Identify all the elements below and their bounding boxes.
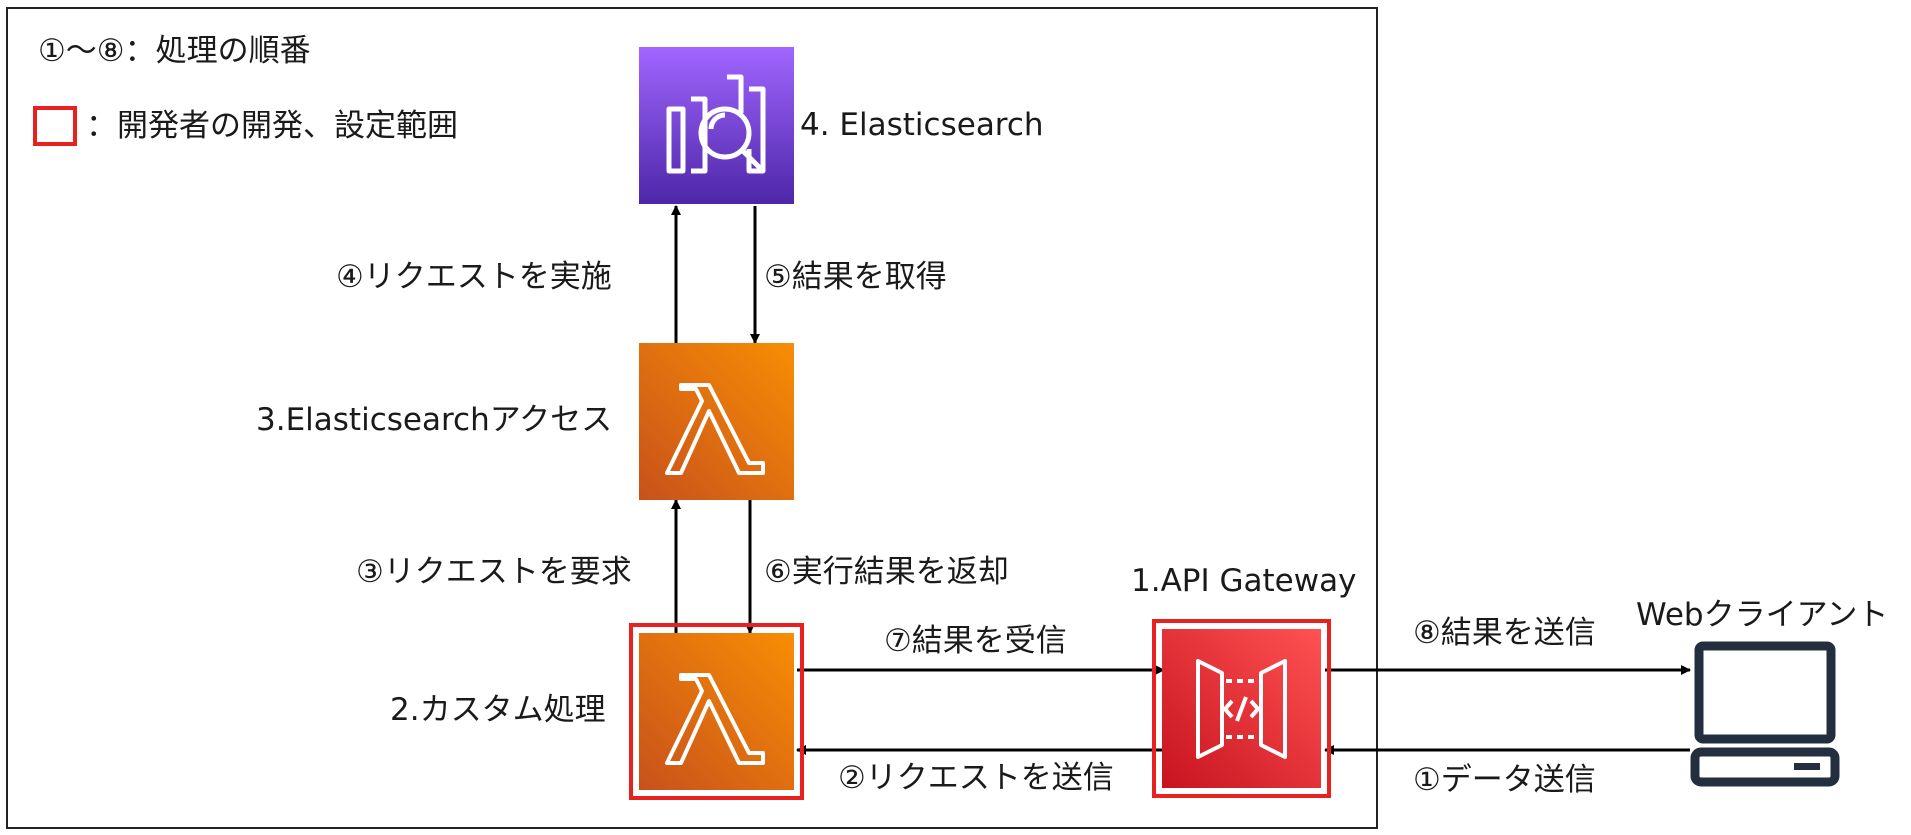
edge-label-step7: ⑦結果を受信	[884, 623, 1067, 659]
diagram-boundary	[6, 7, 1378, 829]
lambda-custom-label: 2.カスタム処理	[390, 692, 606, 728]
lambda-es-access-icon[interactable]	[639, 343, 794, 500]
web-client-label: Webクライアント	[1636, 597, 1889, 633]
legend-order-text: ①～⑧：処理の順番	[38, 33, 311, 69]
web-client-icon[interactable]	[1690, 640, 1840, 788]
api-gateway-icon[interactable]	[1162, 629, 1321, 788]
legend-scope-swatch	[33, 106, 77, 146]
elasticsearch-icon[interactable]	[639, 47, 794, 204]
edge-label-step6: ⑥実行結果を返却	[764, 554, 1009, 590]
api-gateway-label: 1.API Gateway	[1131, 563, 1357, 599]
developer-scope-lambda-custom	[629, 623, 804, 800]
elasticsearch-label: 4. Elasticsearch	[800, 107, 1044, 143]
edge-label-step2: ②リクエストを送信	[838, 760, 1114, 796]
edge-label-step8: ⑧結果を送信	[1413, 615, 1596, 651]
edge-label-step4: ④リクエストを実施	[336, 259, 612, 295]
legend-scope-text: ：開発者の開発、設定範囲	[86, 108, 458, 144]
edge-label-step5: ⑤結果を取得	[764, 259, 947, 295]
lambda-custom-icon[interactable]	[639, 633, 794, 790]
edge-label-step3: ③リクエストを要求	[356, 554, 632, 590]
lambda-es-access-label: 3.Elasticsearchアクセス	[256, 402, 613, 438]
developer-scope-api-gateway	[1152, 619, 1331, 798]
edge-label-step1: ①データ送信	[1413, 762, 1596, 798]
